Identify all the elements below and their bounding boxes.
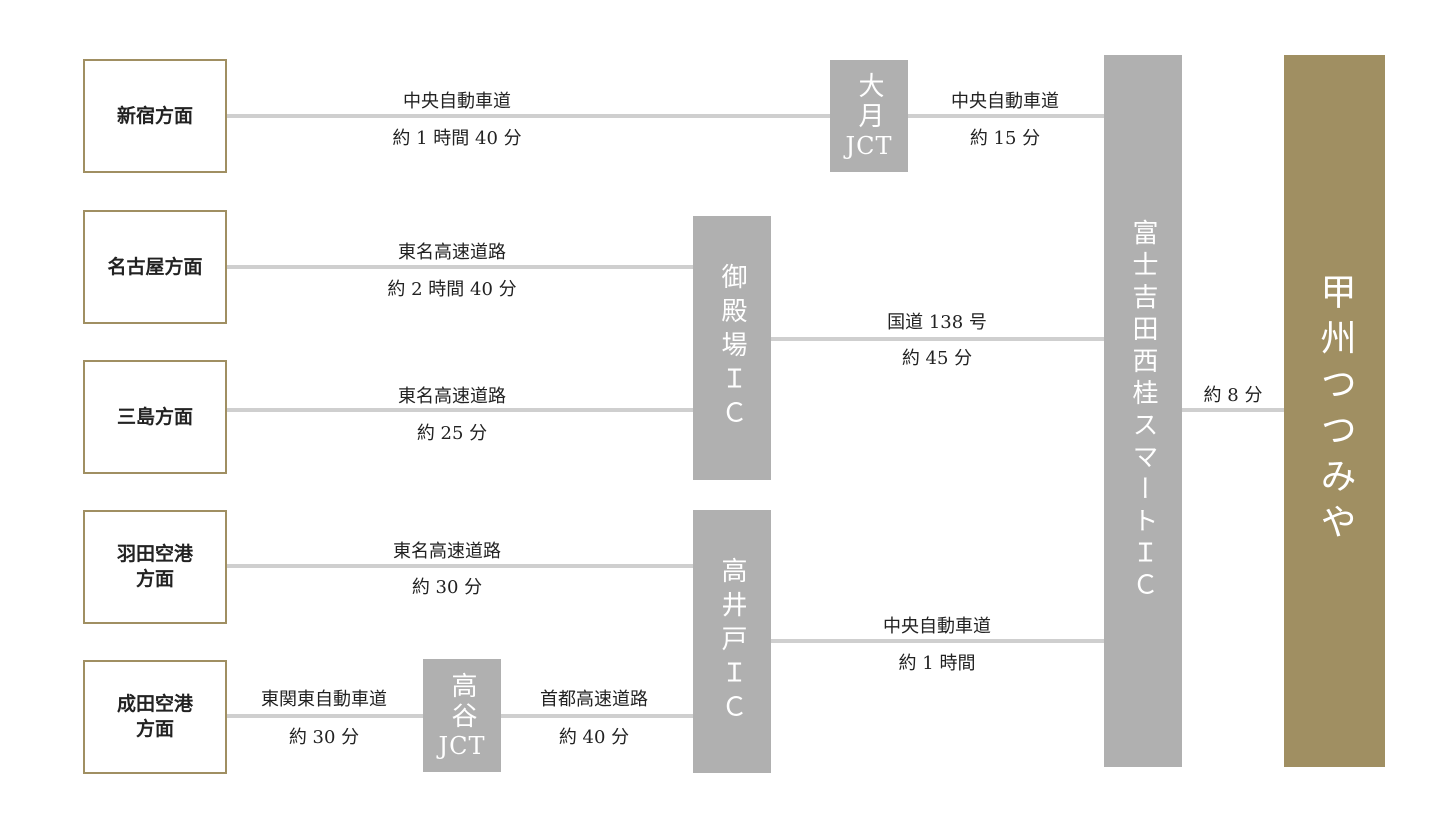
node-takaya-jct: 高谷 JCT [423, 659, 501, 772]
route-line-shinjuku-otsuki [226, 114, 830, 118]
node-otsuki-jct: 大月 JCT [830, 60, 908, 172]
route-time: 約 1 時間 40 分 [392, 128, 522, 149]
origin-shinjuku: 新宿方面 [83, 59, 227, 173]
route-road: 東名高速道路 [398, 242, 506, 263]
route-road: 東名高速道路 [393, 541, 501, 562]
node-sublabel: JCT [845, 132, 893, 160]
node-label: 高井戸ＩＣ [717, 556, 747, 727]
route-line-takaido-fujiyoshida [771, 639, 1104, 643]
destination-label: 甲州つつみや [1314, 273, 1356, 549]
origin-label: 新宿方面 [116, 104, 193, 127]
route-time: 約 30 分 [411, 577, 483, 598]
route-line-nagoya-gotemba [226, 265, 693, 269]
route-time: 約 15 分 [969, 128, 1041, 149]
route-time: 約 2 時間 40 分 [387, 279, 517, 300]
route-time: 約 30 分 [288, 727, 360, 748]
route-line-mishima-gotemba [226, 408, 693, 412]
node-label: 大月 [854, 72, 884, 132]
origin-label: 三島方面 [116, 405, 193, 428]
route-road: 国道 138 号 [887, 312, 987, 333]
route-time: 約 40 分 [558, 727, 630, 748]
route-time: 約 8 分 [1203, 385, 1263, 406]
route-line-haneda-takaido [226, 564, 693, 568]
route-time: 約 25 分 [416, 423, 488, 444]
node-label: 富士吉田西桂スマートＩＣ [1128, 219, 1158, 603]
node-fujiyoshida-nishikatsura-smart-ic: 富士吉田西桂スマートＩＣ [1104, 55, 1182, 767]
route-road: 中央自動車道 [883, 616, 991, 637]
route-line-gotemba-fujiyoshida [771, 337, 1104, 341]
route-line-otsuki-fujiyoshida [908, 114, 1104, 118]
node-sublabel: JCT [438, 731, 486, 760]
origin-mishima: 三島方面 [83, 360, 227, 474]
origin-label: 成田空港 方面 [116, 693, 193, 740]
route-road: 中央自動車道 [403, 91, 511, 112]
route-road: 中央自動車道 [951, 91, 1059, 112]
node-label: 高谷 [447, 671, 477, 732]
origin-narita: 成田空港 方面 [83, 660, 227, 774]
route-time: 約 45 分 [901, 348, 973, 369]
route-road: 東名高速道路 [398, 386, 506, 407]
route-line-fujiyoshida-destination [1182, 408, 1284, 412]
route-road: 東関東自動車道 [261, 689, 387, 710]
route-time: 約 1 時間 [898, 653, 976, 674]
origin-label: 名古屋方面 [107, 255, 203, 278]
origin-nagoya: 名古屋方面 [83, 210, 227, 324]
destination-koshu-tsutsumiya: 甲州つつみや [1284, 55, 1385, 767]
route-line-narita-takaya [226, 714, 423, 718]
node-label: 御殿場ＩＣ [717, 263, 747, 433]
route-road: 首都高速道路 [540, 689, 648, 710]
route-line-takaya-takaido [501, 714, 693, 718]
node-takaido-ic: 高井戸ＩＣ [693, 510, 771, 773]
node-gotemba-ic: 御殿場ＩＣ [693, 216, 771, 480]
origin-label: 羽田空港 方面 [116, 543, 193, 590]
origin-haneda: 羽田空港 方面 [83, 510, 227, 624]
